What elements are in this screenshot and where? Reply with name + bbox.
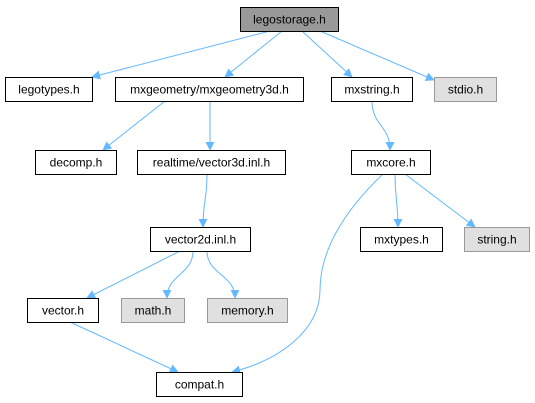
- node-memory: memory.h: [207, 298, 288, 323]
- node-box-vector3d: [137, 150, 286, 175]
- node-box-mxtypes: [360, 227, 443, 252]
- node-box-mxgeometry3d: [115, 77, 304, 102]
- node-mxstring[interactable]: mxstring.h: [331, 77, 413, 102]
- node-math: math.h: [121, 298, 185, 323]
- node-vector2d[interactable]: vector2d.inl.h: [150, 227, 251, 252]
- node-mxgeometry3d[interactable]: mxgeometry/mxgeometry3d.h: [115, 77, 304, 102]
- node-label-stdio: stdio.h: [448, 83, 483, 97]
- node-label-vector2d: vector2d.inl.h: [165, 233, 236, 247]
- node-legotypes[interactable]: legotypes.h: [5, 77, 93, 102]
- node-label-legotypes: legotypes.h: [18, 83, 79, 97]
- node-box-string: [464, 227, 530, 252]
- node-box-mxcore: [351, 150, 431, 175]
- edge-vector-to-compat: [69, 321, 179, 373]
- edge-vector2d-to-vector: [86, 250, 181, 299]
- edge-legostorage-to-mxgeometry3d: [224, 30, 283, 78]
- node-box-legotypes: [5, 77, 93, 102]
- node-label-math: math.h: [135, 304, 172, 318]
- node-box-vector2d: [150, 227, 251, 252]
- node-label-compat: compat.h: [175, 378, 224, 392]
- node-box-mxstring: [331, 77, 413, 102]
- node-compat[interactable]: compat.h: [156, 372, 243, 397]
- edge-legostorage-to-mxstring: [301, 30, 353, 78]
- node-label-mxgeometry3d: mxgeometry/mxgeometry3d.h: [130, 83, 289, 97]
- node-label-mxcore: mxcore.h: [366, 156, 415, 170]
- node-vector[interactable]: vector.h: [27, 298, 99, 323]
- node-box-memory: [207, 298, 288, 323]
- node-mxtypes[interactable]: mxtypes.h: [360, 227, 443, 252]
- nodes-layer: legostorage.h legotypes.h mxgeometry/mxgeo…: [5, 7, 530, 397]
- node-box-legostorage: [240, 7, 339, 32]
- node-box-decomp: [35, 150, 117, 175]
- edge-mxcore-to-mxtypes: [393, 173, 403, 228]
- node-legostorage[interactable]: legostorage.h: [240, 7, 339, 32]
- node-label-mxtypes: mxtypes.h: [374, 233, 429, 247]
- node-box-math: [121, 298, 185, 323]
- node-mxcore[interactable]: mxcore.h: [351, 150, 431, 175]
- node-label-memory: memory.h: [221, 304, 273, 318]
- edge-legostorage-to-stdio: [319, 30, 435, 81]
- node-box-vector: [27, 298, 99, 323]
- node-label-decomp: decomp.h: [50, 156, 103, 170]
- edge-vector2d-to-math: [162, 250, 194, 299]
- edge-mxcore-to-string: [404, 173, 476, 228]
- node-box-compat: [156, 372, 243, 397]
- node-label-legostorage: legostorage.h: [253, 13, 326, 27]
- node-label-vector3d: realtime/vector3d.inl.h: [153, 156, 270, 170]
- edge-legostorage-to-legotypes: [91, 30, 271, 80]
- node-vector3d[interactable]: realtime/vector3d.inl.h: [137, 150, 286, 175]
- node-label-vector: vector.h: [42, 304, 84, 318]
- edge-vector2d-to-memory: [206, 250, 240, 299]
- node-box-stdio: [434, 77, 497, 102]
- node-label-mxstring: mxstring.h: [344, 83, 399, 97]
- node-stdio: stdio.h: [434, 77, 497, 102]
- edges-layer: [69, 30, 476, 375]
- edge-mxgeometry3d-to-decomp: [102, 100, 166, 151]
- edge-vector3d-to-vector2d: [198, 173, 208, 228]
- node-decomp[interactable]: decomp.h: [35, 150, 117, 175]
- edge-mxcore-to-compat: [231, 173, 384, 375]
- node-label-string: string.h: [477, 233, 516, 247]
- edge-mxstring-to-mxcore: [371, 100, 395, 151]
- node-string: string.h: [464, 227, 530, 252]
